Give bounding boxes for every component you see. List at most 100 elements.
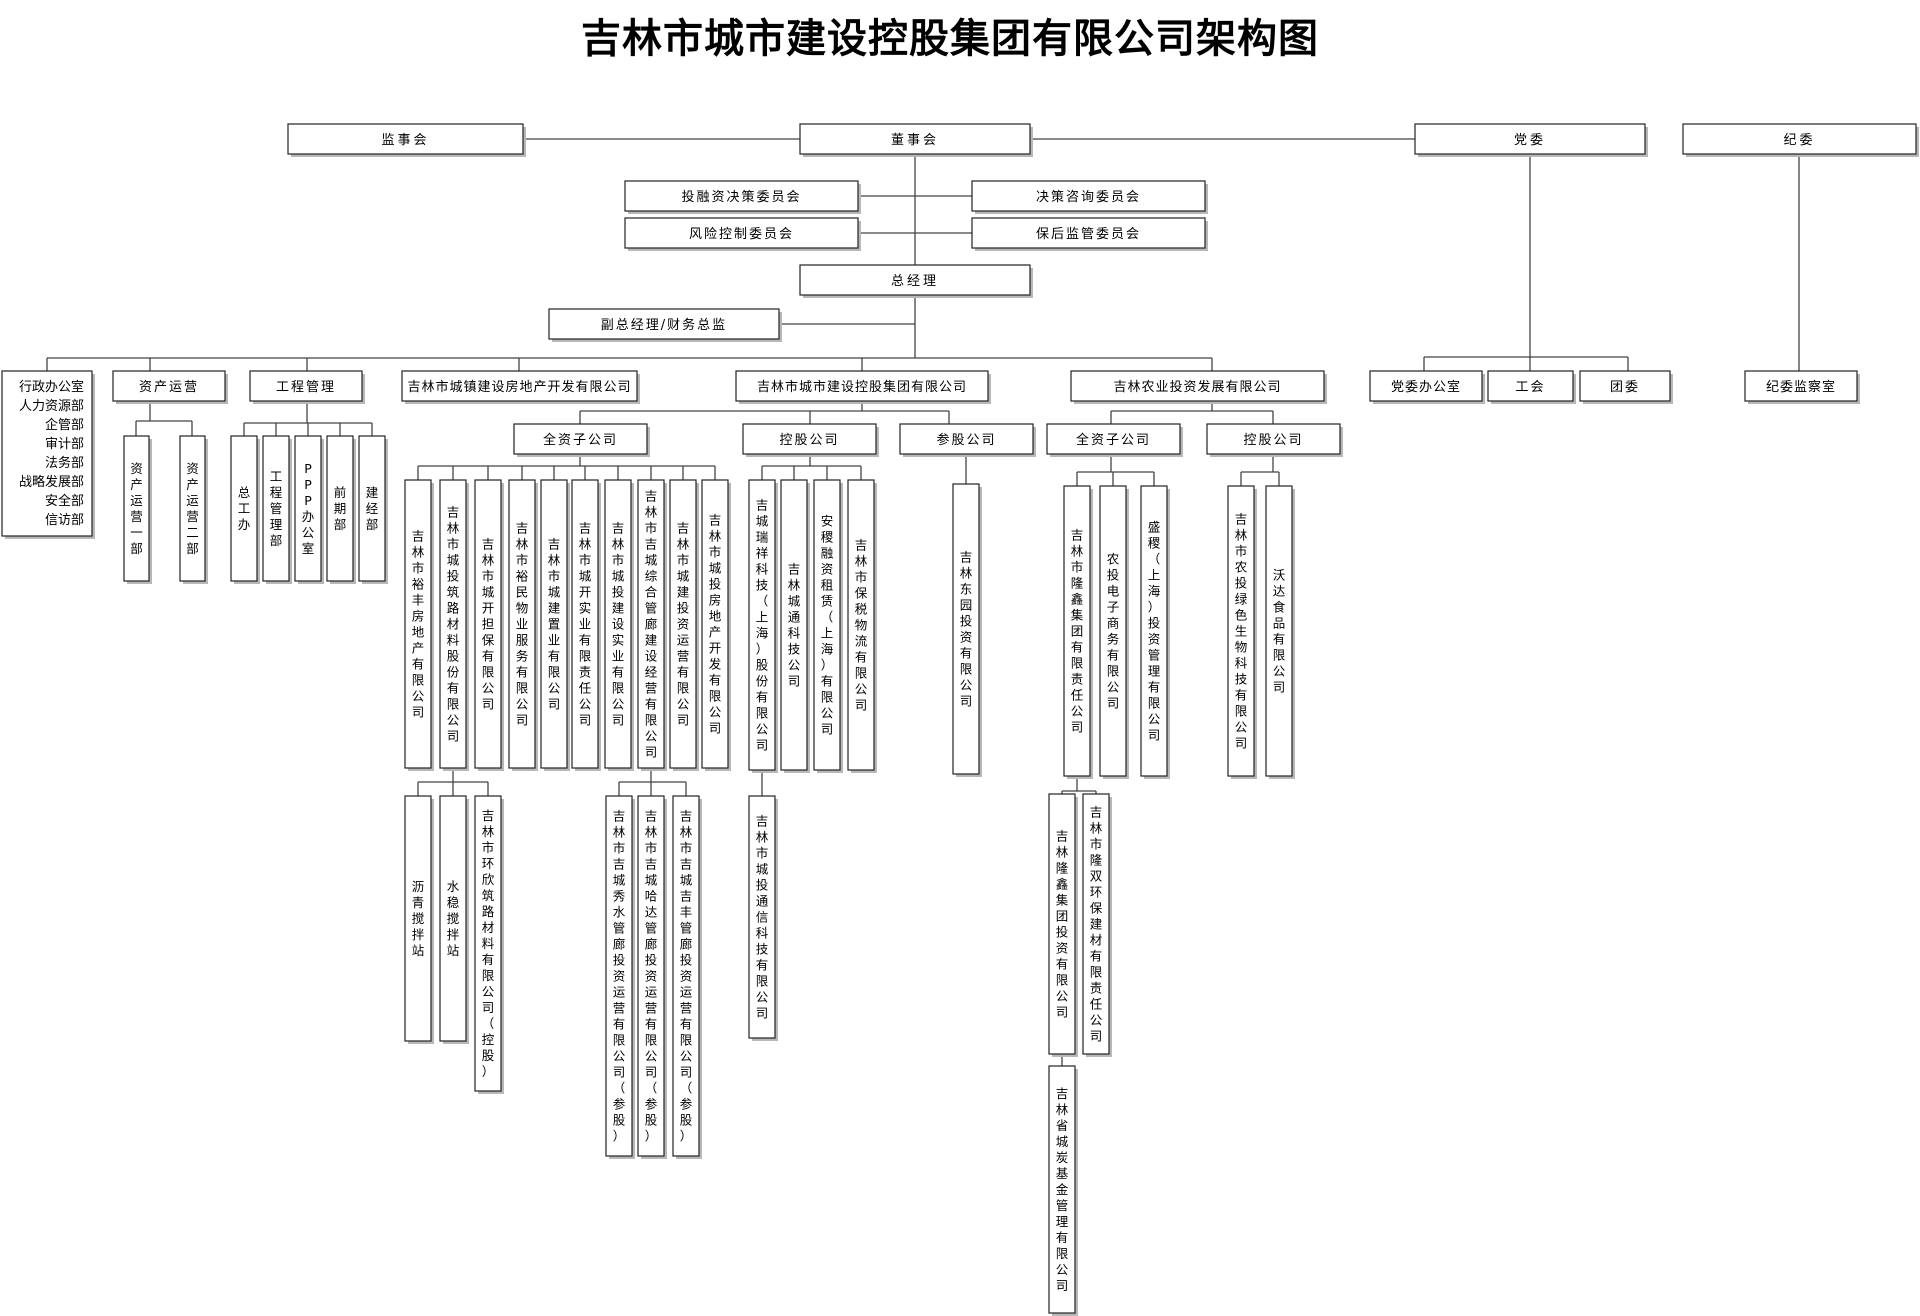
committee-post-guarantee-box: 保后监管委员会 bbox=[971, 217, 1208, 251]
group-wholly-owned-box: 全资子公司 bbox=[513, 423, 650, 457]
group-subsidiary-2-label: 吉林市城投筑路材料股份有限公司 bbox=[447, 504, 460, 743]
agri-subsidiary-2-label: 农投电子商务有限公司 bbox=[1107, 551, 1120, 710]
labor-union-box: 工会 bbox=[1487, 370, 1576, 404]
department-item: 战略发展部 bbox=[19, 474, 84, 490]
board-box-label: 董事会 bbox=[891, 133, 939, 148]
group-participating-box-label: 参股公司 bbox=[936, 432, 996, 448]
group-subsidiary-10-label: 吉林市城投房地产开发有限公司 bbox=[709, 512, 722, 735]
discipline-committee-box-label: 纪委 bbox=[1783, 133, 1815, 148]
supervisory-board-box-label: 监事会 bbox=[381, 133, 429, 148]
group-subsidiary-5-label: 吉林市城建置业有限公司 bbox=[548, 536, 561, 711]
group-wholly-owned-box-label: 全资子公司 bbox=[543, 432, 618, 448]
general-manager-box-label: 总经理 bbox=[891, 274, 939, 289]
group-subsidiary-7-label: 吉林市城投建设实业有限公司 bbox=[612, 520, 625, 727]
agri-controlled-box: 控股公司 bbox=[1206, 423, 1343, 457]
group-subsidiary-10: 吉林市城投房地产开发有限公司 bbox=[701, 479, 731, 771]
committee-advisory-box: 决策咨询委员会 bbox=[971, 180, 1208, 214]
group-subsidiary-5: 吉林市城建置业有限公司 bbox=[540, 479, 570, 771]
group-subsidiary-1: 吉林市裕丰房地产有限公司 bbox=[404, 479, 434, 771]
department-item: 安全部 bbox=[45, 493, 84, 509]
group-controlled-sub-1-label: 吉城瑞祥科技（上海）股份有限公司 bbox=[756, 497, 769, 752]
pipe-corridor-sub-3: 吉林市吉城吉丰管廊投资运营有限公司（参股） bbox=[672, 795, 702, 1159]
fund-management-box: 吉林省城炭基金管理有限公司 bbox=[1048, 1065, 1078, 1316]
group-subsidiary-6-label: 吉林市城开实业有限责任公司 bbox=[579, 520, 592, 727]
asset-ops-box: 资产运营 bbox=[112, 370, 228, 404]
youth-league-box: 团委 bbox=[1579, 370, 1673, 404]
group-controlled-sub-1: 吉城瑞祥科技（上海）股份有限公司 bbox=[748, 479, 778, 773]
telecom-tech-company-box: 吉林市城投通信科技有限公司 bbox=[748, 795, 778, 1041]
group-subsidiary-9: 吉林市城建投资运营有限公司 bbox=[669, 479, 699, 771]
group-company-box-label: 吉林市城市建设控股集团有限公司 bbox=[757, 379, 967, 395]
agri-wholly-owned-box: 全资子公司 bbox=[1046, 423, 1183, 457]
fund-management-box-label: 吉林省城炭基金管理有限公司 bbox=[1056, 1086, 1069, 1293]
agri-company-box-label: 吉林农业投资发展有限公司 bbox=[1113, 379, 1281, 395]
group-subsidiary-9-label: 吉林市城建投资运营有限公司 bbox=[677, 520, 690, 727]
engineering-dept-1: 总工办 bbox=[230, 435, 260, 584]
engineering-dept-5: 建经部 bbox=[358, 435, 388, 584]
longxin-investment-box-label: 吉林隆鑫集团投资有限公司 bbox=[1056, 828, 1069, 1019]
pipe-corridor-sub-3-label: 吉林市吉城吉丰管廊投资运营有限公司（参股） bbox=[680, 808, 693, 1143]
longxin-building-box-label: 吉林市隆双环保建材有限责任公司 bbox=[1090, 804, 1103, 1043]
asset-ops-dept-2-label: 资产运营二部 bbox=[186, 461, 199, 556]
agri-controlled-sub-1-label: 吉林市农投绿色生物科技有限公司 bbox=[1235, 511, 1248, 750]
agri-company-box: 吉林农业投资发展有限公司 bbox=[1070, 370, 1327, 404]
group-controlled-sub-4-label: 吉林市保税物流有限公司 bbox=[855, 537, 868, 712]
page-title: 吉林市城市建设控股集团有限公司架构图 bbox=[581, 15, 1319, 62]
engineering-dept-2-label: 工程管理部 bbox=[270, 469, 283, 548]
pipe-corridor-sub-1-label: 吉林市吉城秀水管廊投资运营有限公司（参股） bbox=[613, 808, 626, 1143]
agri-controlled-sub-2-label: 沃达食品有限公司 bbox=[1273, 567, 1286, 694]
party-committee-box: 党委 bbox=[1414, 123, 1648, 157]
engineering-dept-5-label: 建经部 bbox=[366, 485, 379, 532]
longxin-building-box: 吉林市隆双环保建材有限责任公司 bbox=[1082, 793, 1112, 1057]
group-participating-sub-1-label: 吉林东园投资有限公司 bbox=[960, 549, 973, 708]
department-item: 人力资源部 bbox=[19, 399, 84, 414]
department-item: 信访部 bbox=[45, 513, 84, 528]
party-office-box: 党委办公室 bbox=[1369, 370, 1485, 404]
pipe-corridor-sub-2: 吉林市吉城哈达管廊投资运营有限公司（参股） bbox=[637, 795, 667, 1159]
road-material-sub-3-label: 吉林市环欣筑路材料有限公司（控股） bbox=[482, 808, 495, 1079]
group-subsidiary-1-label: 吉林市裕丰房地产有限公司 bbox=[412, 528, 425, 719]
party-committee-box-label: 党委 bbox=[1514, 133, 1546, 148]
group-controlled-sub-2: 吉林城通科技公司 bbox=[780, 479, 810, 773]
group-subsidiary-6: 吉林市城开实业有限责任公司 bbox=[571, 479, 601, 771]
discipline-committee-box: 纪委 bbox=[1682, 123, 1919, 157]
agri-subsidiary-3: 盛稷（上海）投资管理有限公司 bbox=[1140, 485, 1170, 779]
agri-subsidiary-3-label: 盛稷（上海）投资管理有限公司 bbox=[1148, 519, 1161, 742]
supervisory-board-box: 监事会 bbox=[287, 123, 526, 157]
engineering-dept-2: 工程管理部 bbox=[262, 435, 292, 584]
group-controlled-sub-4: 吉林市保税物流有限公司 bbox=[847, 479, 877, 773]
agri-subsidiary-1: 吉林市隆鑫集团有限责任公司 bbox=[1063, 485, 1093, 779]
committee-risk-box: 风险控制委员会 bbox=[624, 217, 861, 251]
group-controlled-sub-2-label: 吉林城通科技公司 bbox=[788, 561, 801, 688]
department-item: 审计部 bbox=[45, 437, 84, 452]
pipe-corridor-sub-1: 吉林市吉城秀水管廊投资运营有限公司（参股） bbox=[605, 795, 635, 1159]
longxin-investment-box: 吉林隆鑫集团投资有限公司 bbox=[1048, 793, 1078, 1057]
group-controlled-sub-3: 安稷融资租赁（上海）有限公司 bbox=[813, 479, 843, 773]
real-estate-company-box-label: 吉林市城镇建设房地产开发有限公司 bbox=[407, 379, 631, 395]
committee-investment-box-label: 投融资决策委员会 bbox=[681, 189, 801, 205]
road-material-sub-2: 水稳搅拌站 bbox=[439, 795, 469, 1044]
group-controlled-sub-3-label: 安稷融资租赁（上海）有限公司 bbox=[821, 513, 834, 736]
engineering-dept-1-label: 总工办 bbox=[238, 485, 251, 532]
agri-subsidiary-2: 农投电子商务有限公司 bbox=[1099, 485, 1129, 779]
engineering-mgmt-box: 工程管理 bbox=[249, 370, 365, 404]
real-estate-company-box: 吉林市城镇建设房地产开发有限公司 bbox=[401, 370, 640, 404]
department-item: 行政办公室 bbox=[19, 379, 84, 395]
road-material-sub-1-label: 沥青搅拌站 bbox=[412, 879, 425, 958]
agri-wholly-owned-box-label: 全资子公司 bbox=[1076, 432, 1151, 448]
road-material-sub-2-label: 水稳搅拌站 bbox=[447, 879, 460, 958]
committee-risk-box-label: 风险控制委员会 bbox=[689, 227, 794, 242]
engineering-mgmt-box-label: 工程管理 bbox=[276, 380, 336, 395]
agri-subsidiary-1-label: 吉林市隆鑫集团有限责任公司 bbox=[1071, 527, 1084, 734]
asset-ops-dept-1: 资产运营一部 bbox=[123, 435, 152, 584]
asset-ops-dept-2: 资产运营二部 bbox=[179, 435, 208, 584]
road-material-sub-1: 沥青搅拌站 bbox=[404, 795, 434, 1044]
board-box: 董事会 bbox=[799, 123, 1033, 157]
asset-ops-dept-1-label: 资产运营一部 bbox=[130, 461, 143, 556]
agri-controlled-sub-1: 吉林市农投绿色生物科技有限公司 bbox=[1227, 485, 1257, 779]
youth-league-box-label: 团委 bbox=[1610, 380, 1640, 395]
group-participating-sub-1: 吉林东园投资有限公司 bbox=[952, 483, 982, 777]
